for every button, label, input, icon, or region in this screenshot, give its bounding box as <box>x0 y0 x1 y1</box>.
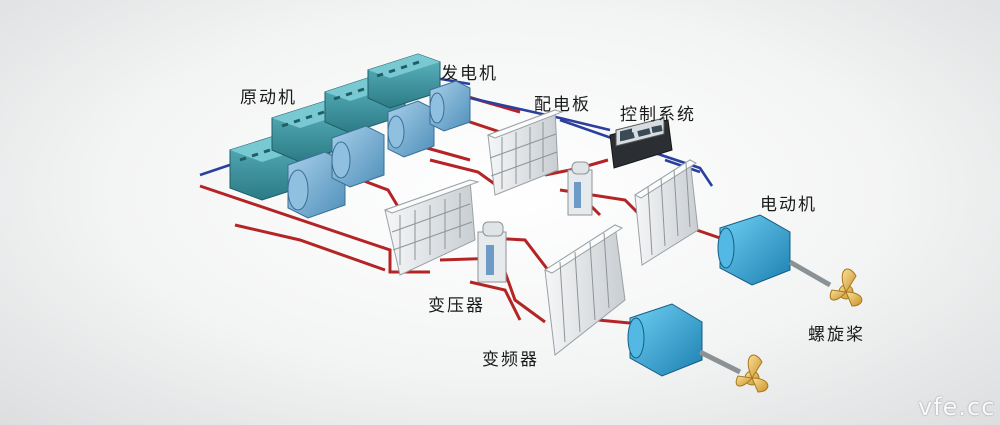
frequency-converter-rear <box>633 159 699 266</box>
transformer-rear <box>567 161 593 216</box>
blue-cable <box>559 118 714 187</box>
frequency-converter-front <box>543 224 626 356</box>
electric-motor-lower <box>627 303 742 377</box>
generator <box>387 100 435 158</box>
label-electric-motor: 电动机 <box>760 195 817 215</box>
red-cable <box>429 158 497 187</box>
label-transformer: 变压器 <box>428 296 485 316</box>
label-prime-mover: 原动机 <box>240 88 297 108</box>
generator <box>331 125 385 188</box>
red-cable <box>234 223 386 272</box>
label-switchboard: 配电板 <box>534 95 591 115</box>
generator-group <box>287 80 471 219</box>
switchboard-rear <box>486 109 564 196</box>
electric-motor-upper <box>717 214 832 288</box>
label-frequency-converter: 变频器 <box>482 350 539 370</box>
transformer-front <box>477 221 507 283</box>
propeller-upper <box>829 268 863 307</box>
generator <box>287 151 346 219</box>
control-console <box>609 117 673 169</box>
propeller-lower <box>735 354 769 393</box>
generator <box>429 80 471 132</box>
red-cable <box>199 184 430 274</box>
red-cable <box>469 280 522 321</box>
red-cable <box>439 256 546 324</box>
watermark: vfe.cc <box>918 393 996 421</box>
engine <box>367 53 441 109</box>
label-control-system: 控制系统 <box>620 105 696 125</box>
label-propeller: 螺旋桨 <box>808 325 865 345</box>
switchboard-front <box>383 179 480 276</box>
label-generator: 发电机 <box>441 64 498 84</box>
